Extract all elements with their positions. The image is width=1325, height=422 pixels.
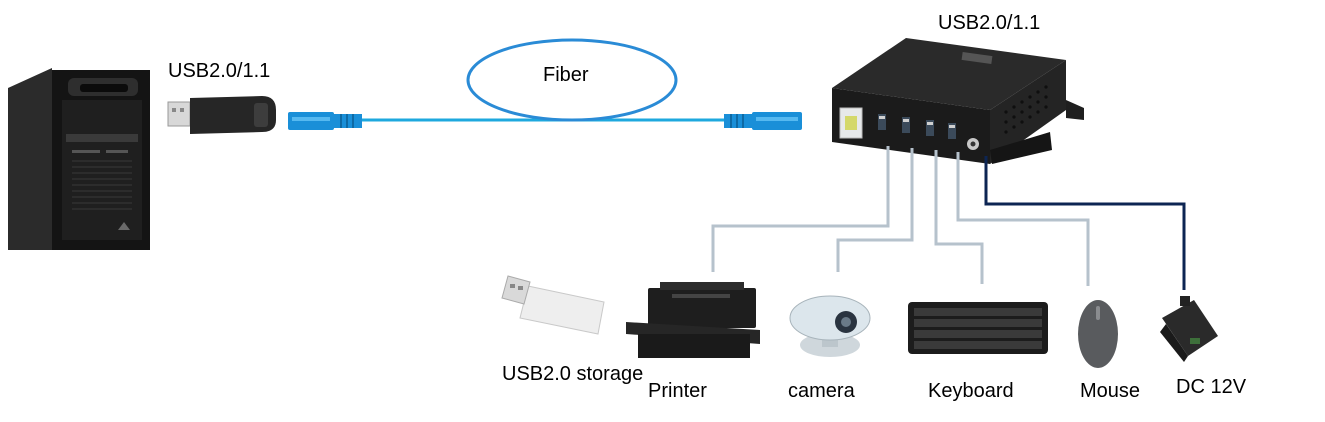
dc-power-label: DC 12V bbox=[1176, 376, 1247, 398]
power-cable bbox=[984, 156, 1186, 290]
usb-storage-device bbox=[501, 275, 605, 335]
printer-device bbox=[626, 282, 760, 358]
keyboard-label: Keyboard bbox=[928, 380, 1014, 402]
usb-version-label-right: USB2.0/1.1 bbox=[938, 12, 1041, 34]
mouse-label: Mouse bbox=[1080, 380, 1141, 402]
fiber-connector-left bbox=[288, 112, 362, 130]
fiber-coil bbox=[466, 38, 678, 122]
mouse-device bbox=[1078, 300, 1118, 368]
camera-label: camera bbox=[788, 380, 855, 402]
keyboard-device bbox=[908, 302, 1048, 354]
usb-version-label-left: USB2.0/1.1 bbox=[168, 60, 271, 82]
fiber-label: Fiber bbox=[543, 64, 589, 86]
camera-device bbox=[789, 295, 871, 357]
printer-label: Printer bbox=[648, 380, 707, 402]
usb-fiber-hub bbox=[832, 38, 1084, 164]
usb-cables bbox=[711, 146, 1090, 286]
usb-fiber-dongle bbox=[167, 96, 276, 134]
power-adapter-device bbox=[1160, 296, 1218, 362]
storage-label: USB2.0 storage bbox=[502, 363, 644, 385]
fiber-connector-right bbox=[724, 112, 802, 130]
pc-tower bbox=[8, 68, 150, 250]
